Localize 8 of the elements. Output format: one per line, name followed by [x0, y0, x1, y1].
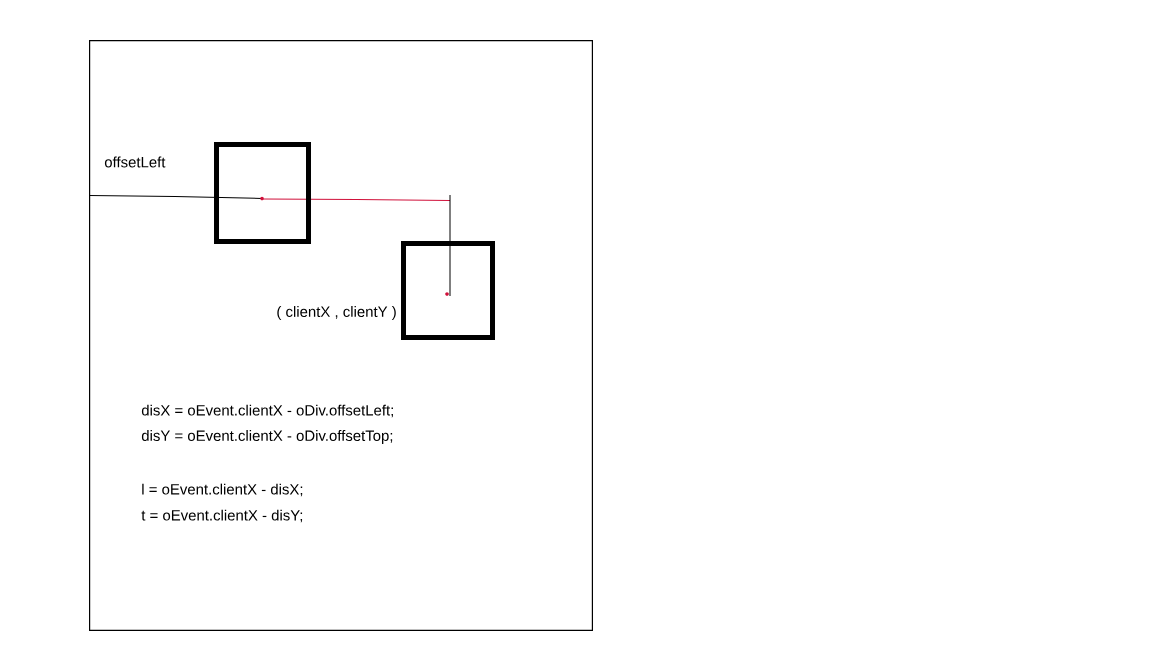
code-line: disX = oEvent.clientX - oDiv.offsetLeft; — [141, 404, 393, 418]
square-box — [214, 142, 311, 244]
code-line: l = oEvent.clientX - disX; — [142, 483, 303, 497]
frame-box — [89, 40, 593, 631]
code-line: disY = oEvent.clientX - oDiv.offsetTop; — [141, 430, 393, 444]
code-line: t = oEvent.clientX - disY; — [141, 509, 303, 523]
text-label: offsetLeft — [104, 156, 166, 168]
square-box — [401, 241, 495, 340]
